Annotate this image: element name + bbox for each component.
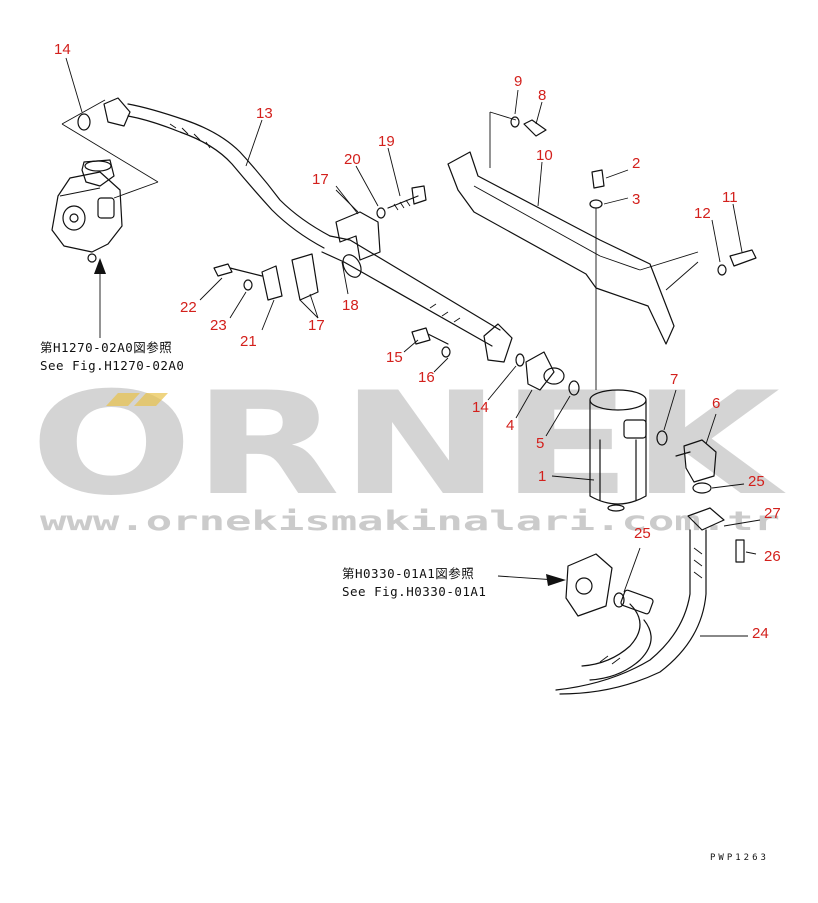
- adapter-4: [525, 351, 565, 391]
- washer-23: [243, 279, 253, 291]
- drawing-code: PWP1263: [710, 853, 769, 863]
- clamp-17-lower: [291, 253, 319, 319]
- leader-lines: [65, 57, 761, 637]
- callout-27: 27: [764, 505, 781, 522]
- pump-assembly: [51, 99, 159, 263]
- callout-8: 8: [538, 87, 546, 104]
- bolt-26: [735, 539, 745, 563]
- callout-16: 16: [418, 369, 435, 386]
- clamp-17-upper: [335, 189, 381, 261]
- callout-6: 6: [712, 395, 720, 412]
- arrow-head-fig2: [546, 574, 566, 586]
- oring-14-mid: [515, 353, 525, 367]
- watermark-accent: [134, 393, 168, 406]
- callout-1: 1: [538, 468, 546, 485]
- callout-19: 19: [378, 133, 395, 150]
- oring-25-lower: [613, 592, 625, 608]
- callout-22: 22: [180, 299, 197, 316]
- callout-24: 24: [752, 625, 769, 642]
- watermark-accent: [106, 393, 140, 406]
- arrow-line-fig2: [497, 575, 557, 581]
- callout-23: 23: [210, 317, 227, 334]
- bolt-15: [411, 327, 449, 345]
- callout-11: 11: [722, 189, 738, 206]
- washer-9: [510, 116, 520, 128]
- callout-25: 25: [634, 525, 651, 542]
- callout-4: 4: [506, 417, 514, 434]
- bracket-10: [447, 111, 699, 345]
- bolt-19: [387, 185, 427, 211]
- arrow-head-fig1: [94, 258, 106, 274]
- note-fig1-en: See Fig.H1270-02A0: [40, 358, 184, 373]
- oring-25-upper: [692, 482, 712, 494]
- callout-7: 7: [670, 371, 678, 388]
- pipe-13: [103, 97, 331, 249]
- washer-16: [441, 346, 451, 358]
- note-fig2-jp: 第H0330-01A1図参照: [342, 566, 474, 581]
- oring-14-upper: [77, 113, 91, 131]
- flange-27: [687, 507, 725, 531]
- callout-18: 18: [342, 297, 359, 314]
- hose-24: [555, 529, 707, 695]
- callout-3: 3: [632, 191, 640, 208]
- bracket-21: [261, 265, 283, 301]
- callout-20: 20: [344, 151, 361, 168]
- washer-12: [717, 264, 727, 276]
- washer-20: [376, 207, 386, 219]
- callout-10: 10: [536, 147, 553, 164]
- oring-7: [656, 430, 668, 446]
- callout-12: 12: [694, 205, 711, 222]
- bolt-22: [213, 263, 263, 277]
- filter-1: [589, 389, 647, 512]
- watermark-url: www.ornekismakinalari.com.tr: [40, 506, 780, 537]
- elbow-6: [675, 439, 717, 483]
- callout-2: 2: [632, 155, 640, 172]
- note-fig2-en: See Fig.H0330-01A1: [342, 584, 486, 599]
- reference-notes: 第H1270-02A0図参照 See Fig.H1270-02A0 第H0330…: [40, 340, 486, 599]
- tube-18: [321, 235, 513, 363]
- bolt-8: [523, 119, 547, 137]
- callout-17: 17: [312, 171, 329, 188]
- note-fig1-jp: 第H1270-02A0図参照: [40, 340, 172, 355]
- callout-9: 9: [514, 73, 522, 90]
- oring-5: [568, 380, 580, 396]
- watermark: ORNEK www.ornekismakinalari.com.tr: [30, 362, 787, 537]
- bolt-11: [729, 249, 757, 267]
- callout-15: 15: [386, 349, 403, 366]
- bolt-2: [591, 169, 605, 189]
- callout-13: 13: [256, 105, 273, 122]
- callout-5: 5: [536, 435, 544, 452]
- block-fitting: [565, 553, 613, 617]
- callouts: 14 13 9 8 10 19 20 17 2 3 11 12 22 18 23…: [54, 41, 781, 642]
- callout-14: 14: [472, 399, 489, 416]
- washer-3: [589, 199, 603, 390]
- callout-21: 21: [240, 333, 257, 350]
- callout-14: 14: [54, 41, 71, 58]
- callout-26: 26: [764, 548, 781, 565]
- callout-25: 25: [748, 473, 765, 490]
- callout-17: 17: [308, 317, 325, 334]
